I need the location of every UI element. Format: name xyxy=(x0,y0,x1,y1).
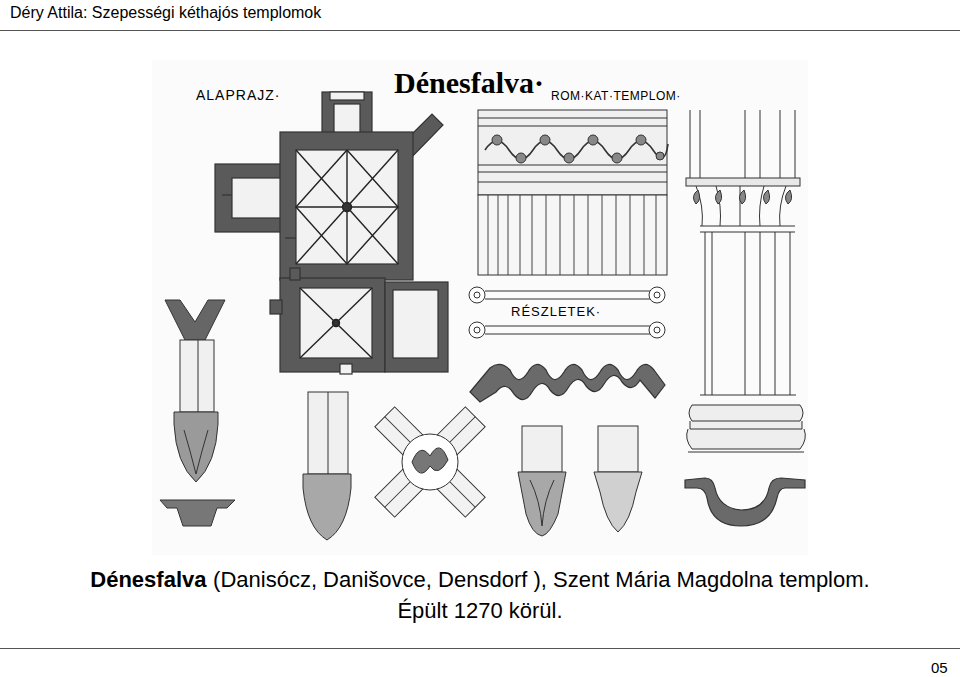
corbel-details xyxy=(303,392,642,540)
plan-label: ALAPRAJZ· xyxy=(196,87,280,103)
plate xyxy=(152,60,808,555)
console-detail xyxy=(160,300,235,526)
drawing-title: Dénesfalva· xyxy=(394,66,544,101)
caption-place: Dénesfalva xyxy=(90,567,206,593)
molding-profile xyxy=(470,364,665,402)
header-rule xyxy=(0,30,960,31)
caption-row: Épült 1270 körül. xyxy=(0,598,960,624)
column-detail xyxy=(686,110,805,452)
boss-detail xyxy=(339,371,520,552)
caption-date: Épült 1270 körül. xyxy=(397,598,562,624)
footer-rule xyxy=(0,648,960,649)
caption-row: Dénesfalva (Danisócz, Danišovce, Densdorf… xyxy=(0,567,960,593)
pier-profile xyxy=(685,478,805,526)
caption-text: (Danisócz, Danišovce, Densdorf ), Szent … xyxy=(213,567,870,593)
floor-plan xyxy=(215,92,448,374)
slide-header: Déry Attila: Szepességi kéthajós templom… xyxy=(10,4,321,22)
details-label: RÉSZLETEK· xyxy=(508,305,604,320)
cornice-detail xyxy=(478,110,668,275)
page-number: 05 xyxy=(931,659,948,676)
drawing-subtitle: ROM·KAT·TEMPLOM· xyxy=(551,90,681,104)
rib-profiles xyxy=(469,287,665,338)
